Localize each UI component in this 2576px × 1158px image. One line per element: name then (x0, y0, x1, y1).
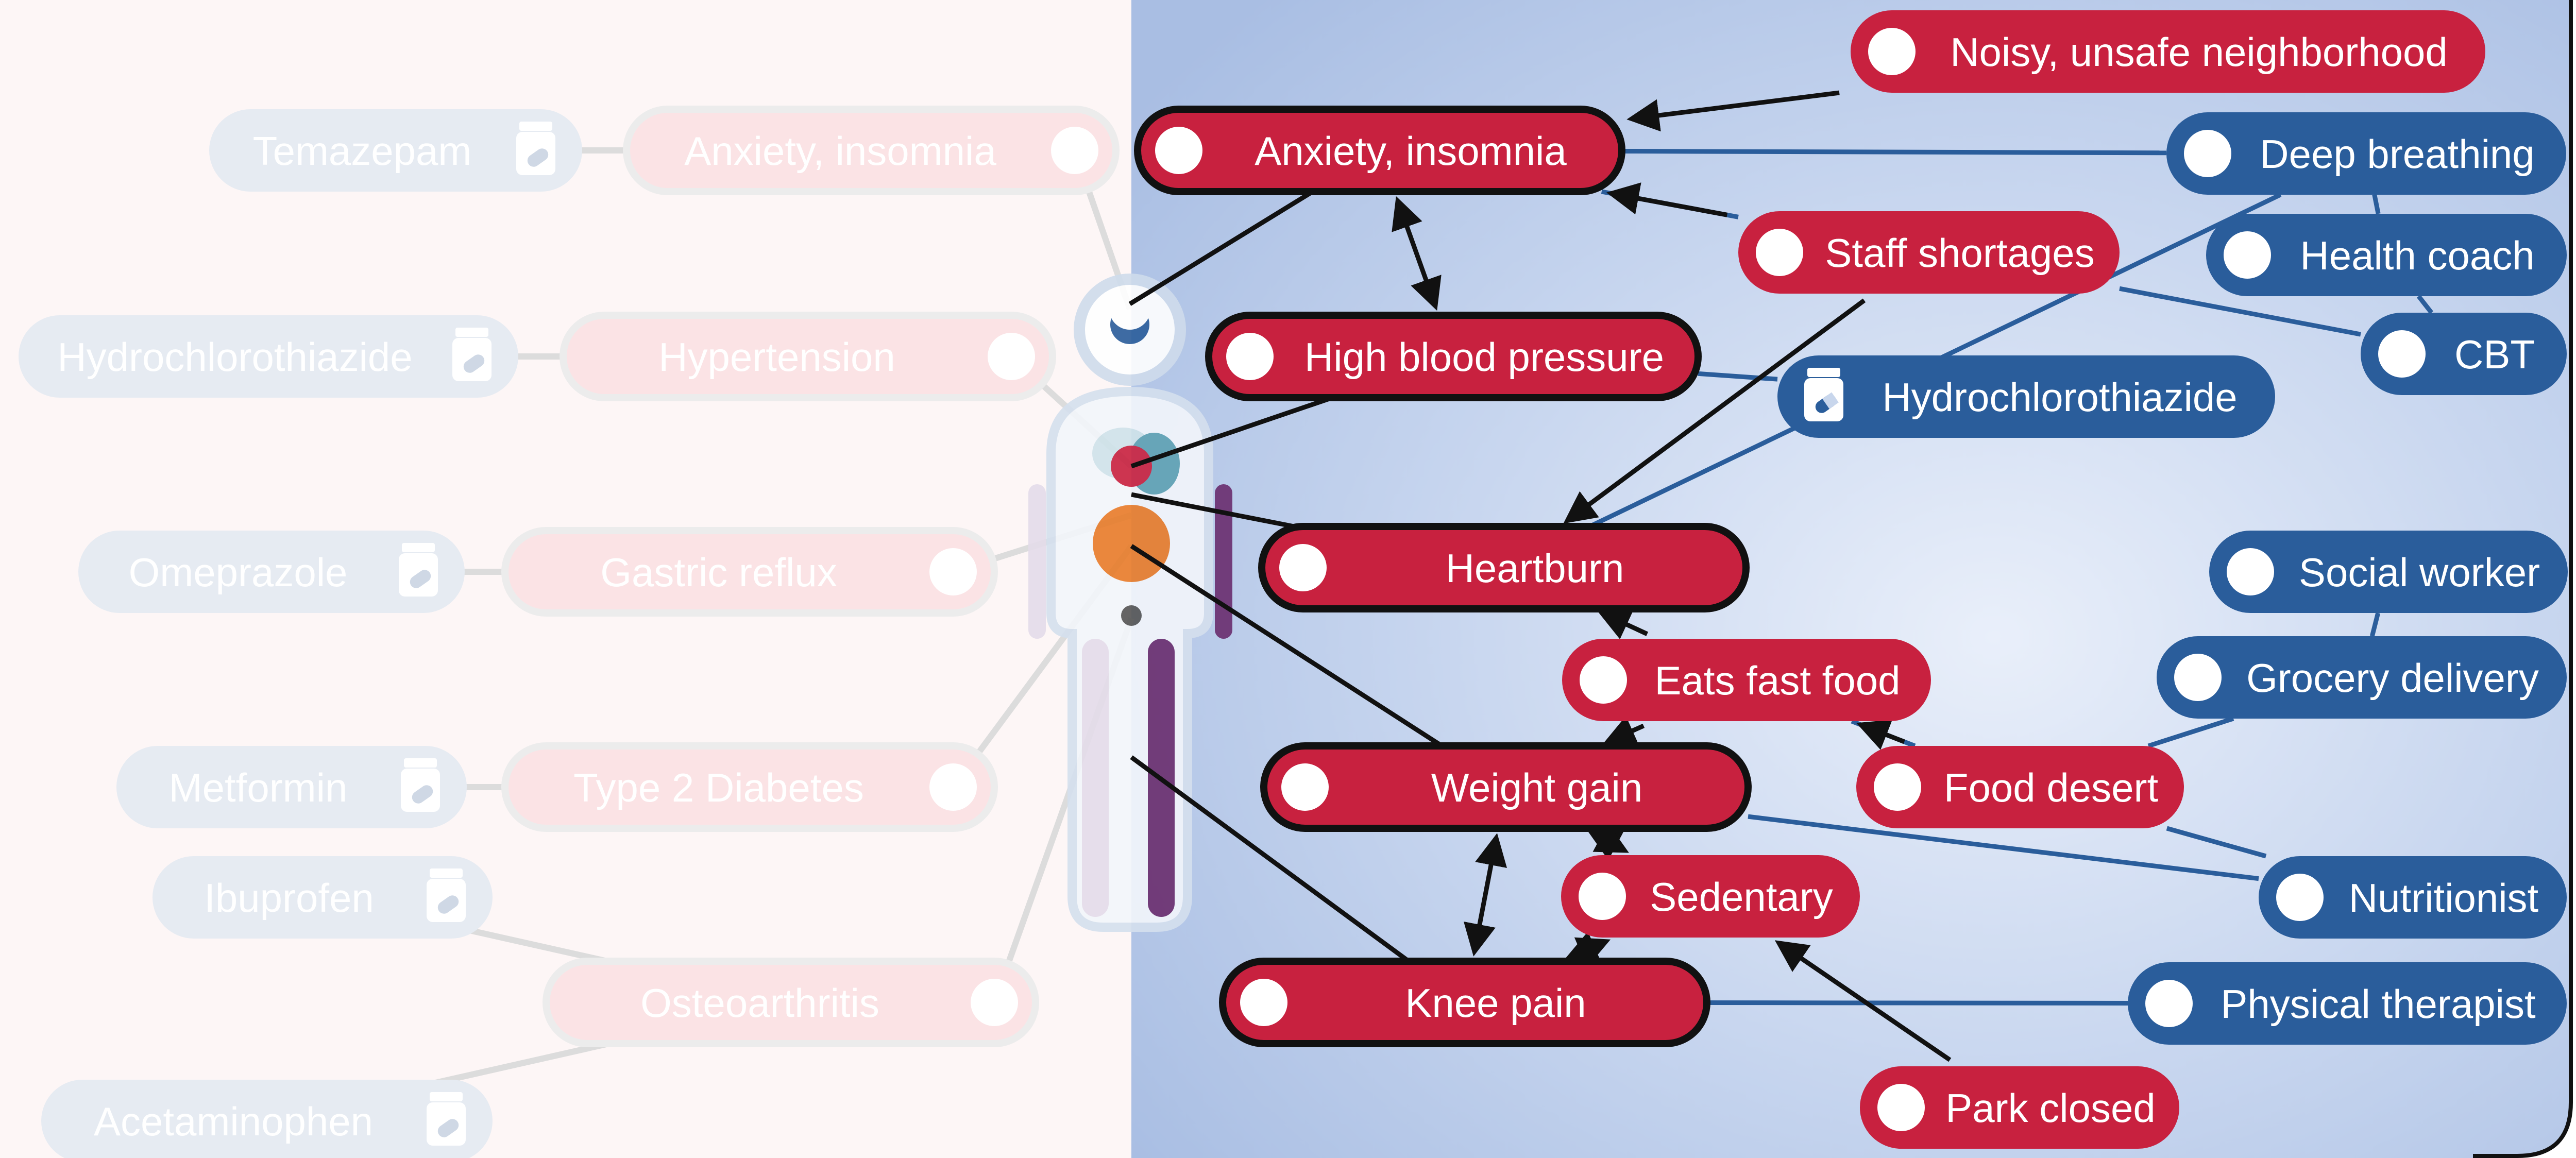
node-dot-icon (2184, 130, 2231, 177)
pill-bottle-icon (516, 122, 555, 175)
node-label: Deep breathing (2260, 131, 2534, 177)
node-label: Hypertension (658, 334, 895, 380)
node-dot-icon (1240, 979, 1287, 1026)
node-label: Acetaminophen (94, 1099, 373, 1144)
faded-medication-metformin[interactable]: Metformin (116, 746, 467, 828)
node-dot-icon (1155, 127, 1202, 174)
node-dot-icon (2174, 654, 2222, 701)
node-label: Ibuprofen (204, 875, 374, 921)
node-label: Gastric reflux (600, 550, 837, 595)
node-label: Sedentary (1650, 874, 1833, 919)
node-label: Metformin (169, 765, 348, 810)
node-label: Type 2 Diabetes (573, 765, 864, 810)
condition-noisy[interactable]: Noisy, unsafe neighborhood (1851, 10, 2485, 93)
node-dot-icon (1580, 656, 1627, 704)
node-dot-icon (1756, 229, 1803, 276)
faded-medication-omeprazole[interactable]: Omeprazole (78, 531, 465, 613)
node-label: Physical therapist (2221, 981, 2536, 1027)
node-dot-icon (1279, 544, 1327, 591)
node-label: Osteoarthritis (640, 980, 879, 1026)
node-label: Park closed (1945, 1085, 2156, 1131)
resource-coach[interactable]: Health coach (2206, 214, 2567, 296)
faded-medication-hctz[interactable]: Hydrochlorothiazide (19, 315, 518, 398)
pill-bottle-icon (452, 328, 492, 381)
node-dot-icon (2224, 231, 2271, 279)
resource-nutritionist[interactable]: Nutritionist (2259, 856, 2567, 939)
condition-heartburn[interactable]: Heartburn (1262, 526, 1746, 609)
node-label: Eats fast food (1655, 658, 1901, 703)
resource-social[interactable]: Social worker (2209, 531, 2568, 613)
condition-fastfood[interactable]: Eats fast food (1562, 639, 1931, 721)
node-label: Temazepam (253, 128, 472, 174)
resource-cbt[interactable]: CBT (2361, 313, 2567, 395)
faded-condition-diabetes[interactable]: Type 2 Diabetes (505, 746, 994, 828)
node-dot-icon (1868, 28, 1916, 75)
pill-bottle-icon (1804, 368, 1843, 421)
node-dot-icon (929, 763, 977, 811)
node-dot-icon (1874, 763, 1921, 811)
node-dot-icon (971, 979, 1018, 1026)
node-dot-icon (1579, 873, 1626, 920)
node-label: Hydrochlorothiazide (1882, 374, 2237, 420)
node-label: Knee pain (1405, 980, 1586, 1026)
node-label: Omeprazole (129, 550, 348, 595)
link-anxiety-breathing (1622, 151, 2166, 152)
condition-sedentary[interactable]: Sedentary (1561, 855, 1860, 938)
node-dot-icon (2378, 330, 2426, 378)
pill-bottle-icon (399, 543, 438, 597)
node-label: Staff shortages (1825, 230, 2094, 276)
node-label: Anxiety, insomnia (684, 128, 996, 174)
condition-fooddesert[interactable]: Food desert (1856, 746, 2184, 828)
faded-condition-gastric[interactable]: Gastric reflux (505, 531, 994, 613)
node-label: Heartburn (1446, 546, 1624, 591)
node-label: Health coach (2300, 233, 2534, 278)
condition-park[interactable]: Park closed (1860, 1066, 2179, 1149)
faded-condition-anxiety[interactable]: Anxiety, insomnia (626, 109, 1116, 192)
condition-bp[interactable]: High blood pressure (1209, 315, 1698, 398)
faded-medication-acetaminophen[interactable]: Acetaminophen (41, 1080, 493, 1158)
node-dot-icon (1281, 763, 1329, 811)
node-dot-icon (1877, 1084, 1925, 1131)
pill-bottle-icon (401, 758, 440, 812)
node-label: Noisy, unsafe neighborhood (1950, 29, 2448, 75)
condition-staff[interactable]: Staff shortages (1738, 211, 2120, 294)
node-label: Grocery delivery (2246, 655, 2539, 701)
faded-medication-temazepam[interactable]: Temazepam (209, 109, 582, 192)
node-label: Weight gain (1431, 765, 1643, 810)
node-dot-icon (988, 333, 1035, 380)
pill-bottle-icon (427, 1092, 466, 1146)
node-dot-icon (2276, 874, 2324, 921)
node-dot-icon (929, 548, 977, 595)
node-dot-icon (1226, 333, 1274, 380)
node-label: Food desert (1944, 765, 2159, 810)
resource-pt[interactable]: Physical therapist (2128, 962, 2567, 1045)
condition-anxiety[interactable]: Anxiety, insomnia (1138, 109, 1622, 192)
pill-bottle-icon (427, 868, 466, 922)
node-label: Social worker (2299, 550, 2540, 595)
faded-condition-osteo[interactable]: Osteoarthritis (546, 961, 1036, 1044)
faded-medication-ibuprofen[interactable]: Ibuprofen (152, 856, 493, 939)
condition-knee[interactable]: Knee pain (1223, 961, 1707, 1044)
resource-breathing[interactable]: Deep breathing (2166, 112, 2566, 195)
node-dot-icon (1051, 127, 1098, 174)
resource-hctz[interactable]: Hydrochlorothiazide (1777, 355, 2275, 438)
node-dot-icon (2227, 548, 2274, 595)
node-label: CBT (2454, 332, 2535, 377)
resource-grocery[interactable]: Grocery delivery (2157, 636, 2567, 719)
condition-weight[interactable]: Weight gain (1264, 746, 1748, 828)
node-dot-icon (2145, 980, 2193, 1027)
faded-condition-hypertension[interactable]: Hypertension (563, 315, 1053, 398)
node-label: Anxiety, insomnia (1255, 128, 1567, 174)
node-label: Nutritionist (2349, 875, 2539, 921)
node-label: High blood pressure (1304, 334, 1664, 380)
node-label: Hydrochlorothiazide (57, 334, 412, 380)
